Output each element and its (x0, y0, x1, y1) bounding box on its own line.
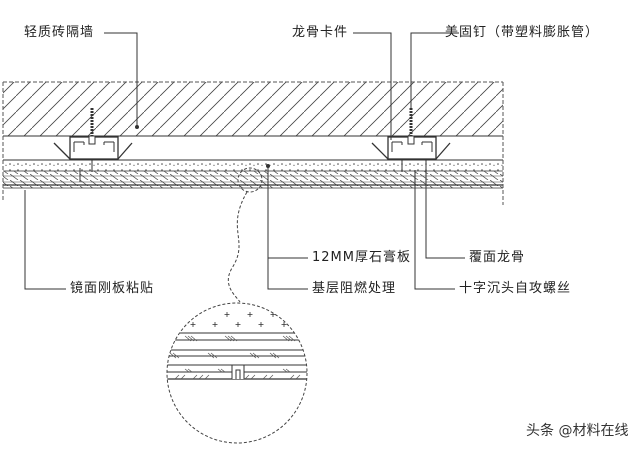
leader-partition-wall (104, 32, 138, 127)
label-partition-wall: 轻质砖隔墙 (24, 25, 95, 40)
keel-assembly-right (371, 108, 451, 172)
detail-magnified-view (166, 302, 308, 444)
gypsum-board-layer (3, 160, 503, 172)
keel-assembly-left (53, 108, 133, 182)
label-cover-keel: 覆面龙骨 (469, 250, 526, 265)
detail-connector (227, 191, 248, 303)
label-self-tapping-screw: 十字沉头自攻螺丝 (459, 281, 572, 296)
label-keel-clip: 龙骨卡件 (292, 25, 349, 40)
watermark: 头条 @材料在线 (526, 423, 629, 439)
leader-self-tapping-screw (414, 170, 455, 290)
label-mirror-steel: 镜面刚板粘贴 (70, 281, 155, 296)
leader-lines (24, 32, 465, 290)
partition-wall (3, 81, 503, 137)
leader-mirror-steel (24, 190, 66, 290)
leader-fire-retardant (267, 258, 308, 290)
label-fire-retardant: 基层阻燃处理 (312, 281, 397, 296)
label-gypsum-board: 12MM厚石膏板 (312, 250, 411, 265)
detail-marker-circle (237, 167, 263, 193)
label-anchor-nail: 美固钉（带塑料膨胀管） (445, 25, 600, 40)
leader-anchor-nail (410, 32, 459, 110)
leader-keel-clip (353, 32, 392, 140)
leader-cover-keel (425, 160, 465, 259)
mirror-steel-layer (3, 171, 503, 189)
